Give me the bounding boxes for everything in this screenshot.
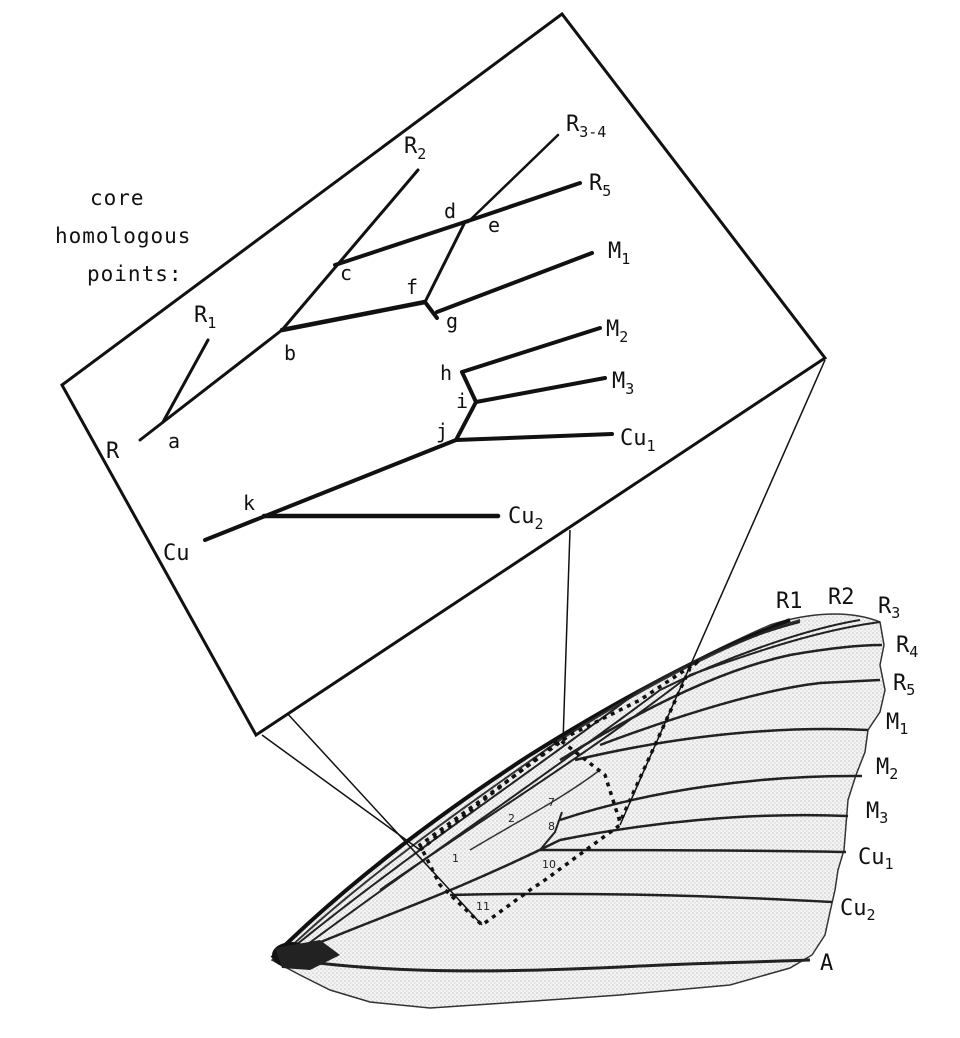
vein-r3 [379,621,881,891]
inset-vein-m3 [474,376,607,404]
wing-label-r2: R2 [828,585,855,610]
vein-discal [469,769,601,851]
vein-m1 [574,727,869,762]
point-e: e [488,213,500,237]
vein-crossvein [539,811,563,851]
cell-2: 2 [508,812,515,825]
inset-label-r2: R2 [404,134,426,163]
wing-label-r1: R1 [776,589,803,614]
wing [270,613,886,1009]
inset-vein-m1 [435,251,594,314]
inset-label-cu2: Cu2 [508,504,544,533]
subcosta-vein [281,619,801,956]
vein-r4 [559,643,883,762]
wing-label-cu1: Cu1 [858,845,894,873]
cell-10: 10 [542,858,556,871]
cell-1: 1 [452,852,459,865]
projection-line-2 [285,711,483,926]
point-c: c [340,261,352,285]
point-g: g [446,309,458,333]
point-k: k [243,491,255,515]
inset-label-cu1: Cu1 [620,426,656,455]
vein-cu2 [449,892,833,904]
wing-label-r5: R5 [893,671,915,699]
inset-vein-i-j [454,400,478,442]
wing-label-r4: R4 [896,633,918,661]
inset-label-r: R [106,439,120,464]
inset-veins [138,133,614,542]
point-b: b [284,341,296,365]
projection-line-4 [619,359,826,826]
inset-vein-r34 [466,133,560,224]
inset-vein-cu1 [454,432,614,442]
vein-cu1 [539,848,847,854]
inset-label-m1: M1 [608,239,630,268]
inset-label-m2: M2 [606,317,628,346]
caption-homologous: homologous [55,224,191,248]
point-f: f [406,275,418,299]
caption-core: core [90,186,145,210]
inset-frame [60,11,828,738]
inset-vein-m2 [460,326,602,374]
wing-base-scales [275,940,340,970]
vein-m2 [559,774,863,822]
point-d: d [444,199,456,223]
wing-label-m2: M2 [876,755,898,783]
vein-anal [294,958,811,973]
wing-label-r3: R3 [878,594,900,622]
cell-11: 11 [476,900,490,913]
homologous-region-outline [417,658,702,928]
point-h: h [440,361,452,385]
cell-8: 8 [548,820,555,833]
projection-lines [261,359,826,926]
inset-label-r1: R1 [194,303,216,332]
point-a: a [168,429,180,453]
vein-m3 [559,813,849,842]
inset-vein-r5 [463,181,582,224]
inset-vein-r1 [161,338,210,424]
caption-points: points: [87,262,183,286]
wing-membrane [270,613,886,1009]
wing-label-m3: M3 [866,799,888,827]
inset-vein-f-d [423,220,467,304]
point-j: j [436,419,448,443]
inset-label-r34: R3-4 [566,112,606,141]
projection-line-3 [562,529,571,743]
point-i: i [456,389,468,413]
cell-7: 7 [548,796,555,809]
vein-r5 [599,678,881,747]
wing-label-cu2: Cu2 [840,896,876,924]
wing-label-m1: M1 [886,710,908,738]
inset-label-r5: R5 [589,171,611,200]
inset-label-cu: Cu [163,541,190,566]
inset-vein-f-g [423,300,439,320]
inset-vein-r2 [280,168,420,332]
inset-vein-h-i [460,370,478,404]
inset-vein-r-branch-c [333,220,467,267]
inset-label-m3: M3 [612,369,634,398]
wing-label-a: A [820,951,833,976]
inset-vein-cu-stem [203,438,458,542]
projection-line-1 [261,734,421,851]
inset-vein-stem-b-f [279,299,428,333]
